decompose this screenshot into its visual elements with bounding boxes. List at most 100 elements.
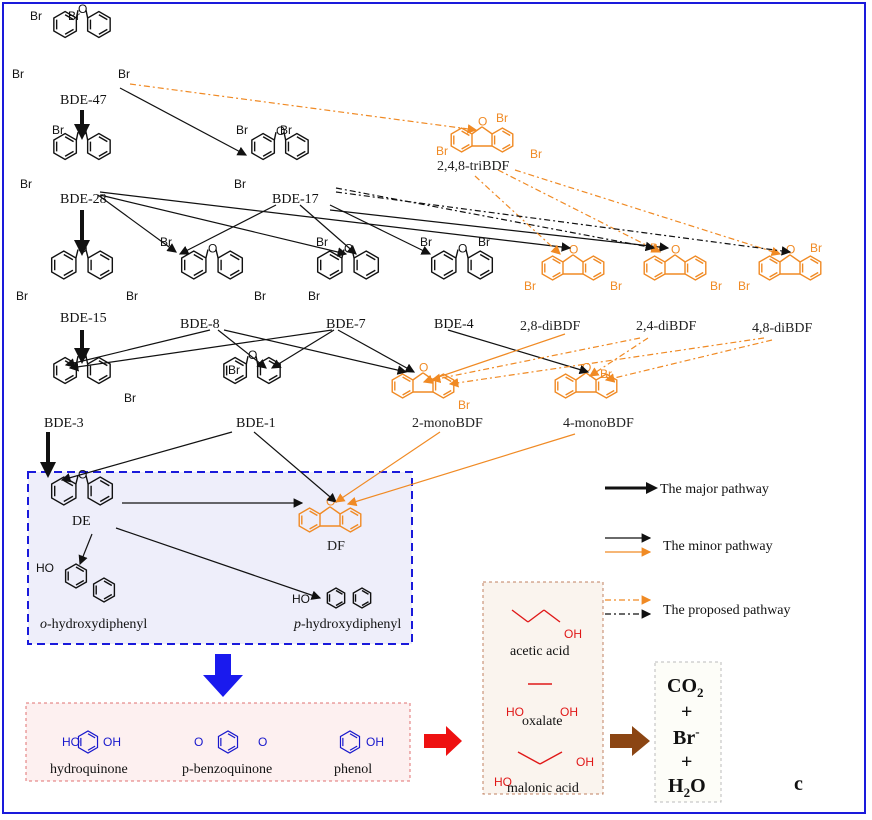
phenyl-ring-right — [86, 10, 111, 39]
hydroxyl: OH — [103, 735, 121, 749]
pathway-arrow — [337, 329, 416, 373]
pathway-arrow — [178, 204, 277, 255]
bond — [283, 132, 287, 141]
hydroxyl: OH — [564, 627, 582, 641]
bromine-atom: Br — [600, 367, 612, 381]
benzoquinone-ring — [217, 730, 239, 754]
pathway-arrow — [604, 339, 773, 383]
pathway-arrow — [514, 169, 782, 257]
product-water: H2O — [668, 775, 706, 800]
bromine-atom: Br — [124, 391, 136, 405]
label-bde4: BDE-4 — [434, 317, 474, 332]
phenyl-ring — [352, 587, 372, 609]
furan-oxygen: O — [569, 243, 578, 257]
label-p-hydroxydiphenyl: p-hydroxydiphenyl — [293, 617, 401, 632]
label-28dibdf: 2,8-diBDF — [520, 319, 581, 334]
bromine-atom: Br — [68, 9, 80, 23]
pathway-arrow — [78, 533, 93, 566]
phenyl-ring — [64, 563, 88, 589]
phenyl-ring-right — [86, 132, 111, 161]
pathway-arrow — [422, 333, 566, 384]
bromine-atom: Br — [810, 241, 822, 255]
bond — [779, 254, 791, 263]
big-arrow-down-blue — [203, 654, 243, 697]
ether-oxygen: O — [458, 241, 467, 255]
label-malonic-acid: malonic acid — [507, 781, 579, 796]
hydroxyl: HO — [62, 735, 80, 749]
bromine-atom: Br — [12, 67, 24, 81]
furan-oxygen: O — [786, 243, 795, 257]
pathway-arrow — [64, 329, 211, 368]
pathway-arrow — [115, 527, 322, 600]
bond — [527, 609, 545, 623]
label-4monobdf: 4-monoBDF — [563, 416, 634, 431]
bond — [215, 249, 219, 259]
bromine-atom: Br — [738, 279, 750, 293]
panel-label: c — [794, 773, 803, 795]
bond — [465, 249, 469, 259]
pathway-arrow — [299, 204, 357, 255]
phenyl-ring-right — [467, 250, 494, 280]
phenol-ring — [339, 730, 361, 754]
bromine-atom: Br — [496, 111, 508, 125]
carbonyl-oxygen: O — [258, 735, 267, 749]
pathway-arrow — [588, 337, 649, 377]
hydroxyl: HO — [292, 592, 310, 606]
hydroxyl: HO — [506, 705, 524, 719]
bond — [789, 254, 801, 263]
pathway-arrow — [447, 329, 590, 375]
bromine-atom: Br — [118, 67, 130, 81]
hydroxyl: OH — [560, 705, 578, 719]
pathway-arrow — [329, 209, 670, 252]
dibenzofuran-ring-right — [582, 255, 605, 281]
pathway-arrow — [270, 329, 335, 369]
phenyl-ring-left — [430, 250, 457, 280]
label-bde1: BDE-1 — [236, 416, 276, 431]
bromine-atom: Br — [280, 123, 292, 137]
bond — [664, 254, 676, 263]
dibenzofuran-ring-right — [799, 255, 822, 281]
label-df: DF — [327, 539, 345, 554]
dibenzofuran-ring-left — [554, 373, 577, 399]
bond — [539, 751, 563, 765]
bromine-atom: Br — [234, 177, 246, 191]
phenyl-ring-right — [256, 356, 281, 385]
bromine-atom: Br — [254, 289, 266, 303]
label-bde47: BDE-47 — [60, 93, 107, 108]
hydroxyl: HO — [36, 561, 54, 575]
plus-1: + — [681, 701, 692, 723]
label-tribdf: 2,4,8-triBDF — [437, 159, 510, 174]
bromine-atom: Br — [530, 147, 542, 161]
label-bde28: BDE-28 — [60, 192, 107, 207]
label-bde7: BDE-7 — [326, 317, 366, 332]
bond — [455, 249, 459, 259]
product-bromide: Br- — [673, 724, 700, 749]
ether-oxygen: O — [248, 348, 257, 362]
pathway-arrow — [129, 83, 478, 134]
bond — [481, 126, 493, 135]
bond — [412, 372, 424, 381]
phenyl-ring-right — [284, 132, 309, 161]
dibenzofuran-ring-left — [643, 255, 666, 281]
dibenzofuran-ring-left — [541, 255, 564, 281]
bromine-atom: Br — [236, 123, 248, 137]
final-products: CO2 + Br- + H2O — [667, 675, 706, 800]
label-2monobdf: 2-monoBDF — [412, 416, 483, 431]
bromine-atom: Br — [316, 235, 328, 249]
dibenzofuran-ring-left — [391, 373, 414, 399]
pathway-arrow — [119, 87, 248, 156]
pathway-arrow — [60, 431, 233, 483]
dibenzofuran-ring-left — [758, 255, 781, 281]
pathway-arrow — [99, 191, 572, 252]
bromine-atom: Br — [126, 289, 138, 303]
hydroxyl: OH — [366, 735, 384, 749]
bromine-atom: Br — [308, 289, 320, 303]
bond — [205, 249, 209, 259]
carbonyl-oxygen: O — [194, 735, 203, 749]
phenyl-ring-right — [353, 250, 380, 280]
label-bde17: BDE-17 — [272, 192, 319, 207]
legend-proposed-label: The proposed pathway — [663, 603, 791, 618]
pathway-arrow — [253, 431, 337, 503]
bond — [674, 254, 686, 263]
